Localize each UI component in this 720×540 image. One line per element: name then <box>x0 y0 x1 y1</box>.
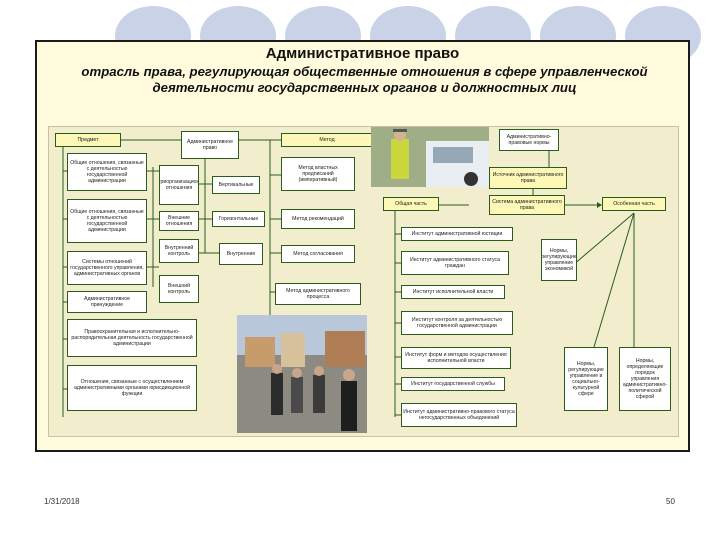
external-control-box: Внешний контроль <box>159 275 199 303</box>
admin-law-system-box: Система административного права <box>489 195 565 215</box>
internal-box: Внутренние <box>219 243 263 265</box>
admin-law-tree-box: Административно-правовые нормы <box>499 129 559 151</box>
admin-political-norms-box: Нормы, определяющие порядок управления а… <box>619 347 671 411</box>
relations-box: Системы отношений государственного управ… <box>67 251 147 285</box>
institute-box: Институт административно-правового стату… <box>401 403 517 427</box>
external-relations-box: Внешние отношения <box>159 211 199 231</box>
internal-org-relations-box: Внутриорганизационные отношения <box>159 165 199 205</box>
institute-box: Институт государственной службы <box>401 377 505 391</box>
method-box: Метод <box>281 133 373 147</box>
institute-box: Институт форм и методов осуществления ис… <box>401 347 511 369</box>
horizontal-box: Горизонтальные <box>212 211 265 227</box>
internal-control-box: Внутренний контроль <box>159 239 199 263</box>
relations-box: Отношения, связанные с осуществлением ад… <box>67 365 197 411</box>
vertical-box: Вертикальные <box>212 176 260 194</box>
police-officer-photo <box>371 127 489 187</box>
relations-box: Административное принуждение <box>67 291 147 313</box>
relations-box: Правоохранительная и исполнительно-распо… <box>67 319 197 357</box>
method-process-box: Метод административного процесса <box>275 283 361 305</box>
method-recommendations-box: Метод рекомендаций <box>281 209 355 229</box>
institute-box: Институт исполнительной власти <box>401 285 505 299</box>
slide-title: Административное право <box>265 45 460 62</box>
slide-number: 50 <box>666 497 675 506</box>
slide-subtitle: отрасль права, регулирующая общественные… <box>81 64 648 95</box>
method-power-box: Метод властных предписаний (императивный… <box>281 157 355 191</box>
general-part-box: Общая часть <box>383 197 439 211</box>
slide-frame: Административное право отрасль права, ре… <box>35 40 690 452</box>
institute-box: Институт административной юстиции <box>401 227 513 241</box>
institute-box: Институт контроля за деятельностью госуд… <box>401 311 513 335</box>
subject-box: Предмет <box>55 133 121 147</box>
admin-law-diagram: Предмет Административное право Метод Общ… <box>48 126 679 437</box>
method-agreement-box: Метод согласования <box>281 245 355 263</box>
relations-box: Общие отношения, связанные с деятельност… <box>67 153 147 191</box>
street-photo <box>237 315 367 433</box>
relations-box: Общие отношения, связанные с деятельност… <box>67 199 147 243</box>
special-part-box: Особенная часть <box>602 197 666 211</box>
institute-box: Институт административного статуса гражд… <box>401 251 509 275</box>
admin-law-box: Административное право <box>181 131 239 159</box>
slide-date: 1/31/2018 <box>44 497 80 506</box>
socio-cultural-norms-box: Нормы, регулирующие управление в социаль… <box>564 347 608 411</box>
economy-norms-box: Нормы, регулирующие управление экономико… <box>541 239 577 281</box>
sources-box: Источник административного права <box>489 167 567 189</box>
